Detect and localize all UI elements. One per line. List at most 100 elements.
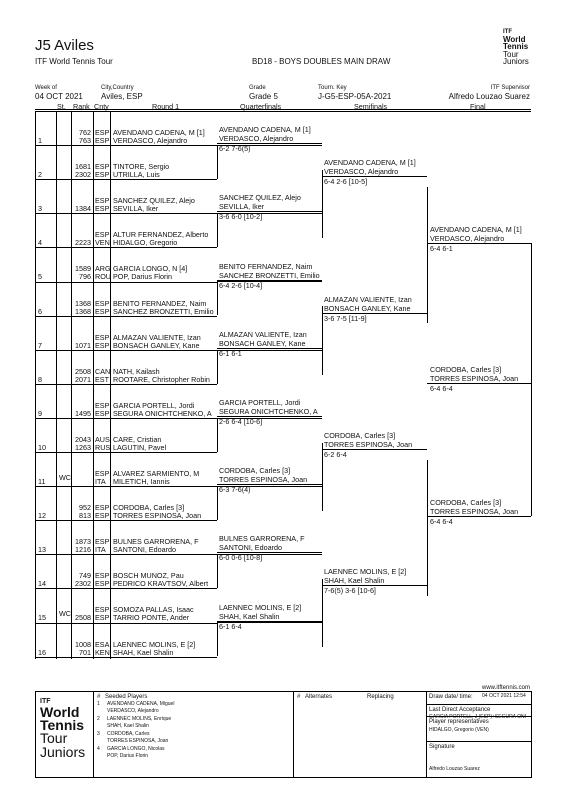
sf-score: 3-6 7-5 [11-9]	[324, 313, 367, 323]
qf-team: VERDASCO, Alejandro	[219, 134, 294, 144]
line	[56, 111, 57, 659]
entry-country: ESP	[95, 571, 110, 581]
final-team: AVENDANO CADENA, M [1]	[430, 225, 522, 235]
line	[217, 349, 322, 351]
seed-player: GARCIA LONGO, Nicolas	[107, 746, 165, 752]
entry-number: 12	[38, 511, 46, 521]
entry-rank: 2302	[75, 579, 91, 589]
sf-team: TORRES ESPINOSA, Joan	[324, 440, 413, 449]
tour-name: ITF World Tennis Tour	[35, 57, 113, 66]
entry-player: UTRILLA, Luis	[113, 170, 160, 180]
supervisor-value: Alfredo Louzao Suarez	[448, 92, 530, 101]
entry-country: CAN	[95, 366, 111, 376]
entry-number: 8	[38, 374, 42, 384]
line	[322, 442, 323, 512]
qf-team: CORDOBA, Carles [3]	[219, 466, 291, 476]
line	[217, 486, 218, 521]
qf-score: 6-3 7-6(4)	[219, 485, 251, 495]
line	[35, 656, 217, 658]
entry-country: ESP	[95, 408, 110, 418]
entry-player: TARRIO PONTE, Ander	[113, 613, 190, 623]
entry-player: CORDOBA, Carles [3]	[113, 503, 185, 513]
entry-number: 10	[38, 442, 46, 452]
entry-rank: 2508	[75, 366, 91, 376]
sf-team: BONSACH GANLEY, Kane	[324, 303, 411, 313]
line	[217, 417, 218, 452]
entry-rank: 796	[79, 272, 91, 282]
line	[427, 243, 531, 245]
supervisor-label: ITF Supervisor	[490, 85, 530, 91]
line	[35, 213, 217, 215]
entry-rank: 813	[79, 511, 91, 521]
line	[217, 143, 322, 145]
line	[35, 452, 217, 453]
col-st: St.	[57, 102, 66, 111]
itf-logo-top: ITF World Tennis Tour Juniors	[503, 29, 529, 67]
qf-team: GARCIA PORTELL, Jordi	[219, 397, 301, 407]
entry-rank: 1216	[75, 545, 91, 555]
line	[217, 281, 218, 316]
line	[217, 552, 322, 554]
col-rank: Rank	[73, 102, 90, 111]
line	[35, 383, 217, 385]
grade-value: Grade 5	[249, 92, 278, 101]
qf-team: BENITO FERNANDEZ, Naim	[219, 261, 313, 271]
line	[322, 176, 427, 178]
entry-country: ARG	[95, 264, 111, 274]
line	[322, 585, 427, 587]
entry-country: ESA	[95, 639, 110, 649]
draw-name: BD18 - BOYS DOUBLES MAIN DRAW	[252, 57, 391, 66]
entry-rank: 701	[79, 647, 91, 657]
sf-team: VERDASCO, Alejandro	[324, 167, 399, 177]
entry-number: 4	[38, 238, 42, 248]
entry-country: ESP	[95, 162, 110, 172]
sf-score: 6-2 6-4	[324, 450, 347, 459]
entry-rank: 762	[79, 128, 91, 137]
entry-country: ESP	[95, 128, 110, 137]
entry-player: GARCIA PORTELL, Jordi	[113, 400, 195, 410]
draw-date-value: 04 OCT 2021 12:54	[482, 693, 526, 699]
line	[93, 111, 94, 659]
entry-country: ESP	[95, 170, 110, 180]
line	[217, 486, 322, 487]
line	[427, 187, 428, 324]
entry-country: ESP	[95, 511, 110, 521]
sf-score: 6-4 2-6 [10-5]	[324, 177, 368, 187]
entry-country: ESP	[95, 605, 110, 615]
entry-player: CARE, Cristian	[113, 434, 162, 444]
line	[322, 449, 427, 450]
website-url: www.itftennis.com	[481, 685, 530, 691]
col-cnty: Cnty	[94, 102, 109, 111]
player-rep-value: HIDALGO, Gregorio (VEN)	[429, 727, 489, 733]
week-label: Week of	[35, 85, 57, 91]
entry-player: PEDRICO KRAVTSOV, Albert	[113, 579, 209, 589]
line	[217, 211, 322, 213]
signature-value: Alfredo Louzao Suarez	[429, 766, 480, 772]
key-label: Tourn. Key	[318, 85, 347, 91]
lda-label: Last Direct Acceptance	[429, 707, 491, 713]
line	[35, 622, 217, 624]
entry-rank: 1368	[75, 298, 91, 308]
qf-team: AVENDANO CADENA, M [1]	[219, 125, 311, 135]
line	[35, 315, 217, 317]
entry-number: 11	[38, 477, 46, 486]
tournament-title: J5 Aviles	[35, 37, 94, 54]
qf-team: SHAH, Kael Shalin	[219, 611, 280, 621]
entry-rank: 1589	[75, 264, 91, 274]
entry-country: ESP	[95, 230, 110, 240]
seed-number: 1	[97, 701, 100, 707]
line	[531, 243, 532, 517]
entry-player: LAGUTIN, Pavel	[113, 442, 167, 452]
entry-country: ESP	[95, 613, 110, 623]
qf-team: LAENNEC MOLINS, E [2]	[219, 602, 302, 612]
entry-rank: 2302	[75, 170, 91, 180]
entry-country: ESP	[95, 537, 110, 547]
entry-player: SHAH, Kael Shalin	[113, 647, 174, 657]
line	[217, 622, 322, 624]
alternates-title: Alternates	[305, 694, 333, 700]
entry-player: BONSACH GANLEY, Kane	[113, 340, 200, 350]
entry-player: ALMAZAN VALIENTE, Izan	[113, 332, 201, 342]
entry-rank: 2223	[75, 238, 91, 248]
line	[217, 213, 322, 215]
final-score: 6-4 6-1	[430, 244, 453, 254]
